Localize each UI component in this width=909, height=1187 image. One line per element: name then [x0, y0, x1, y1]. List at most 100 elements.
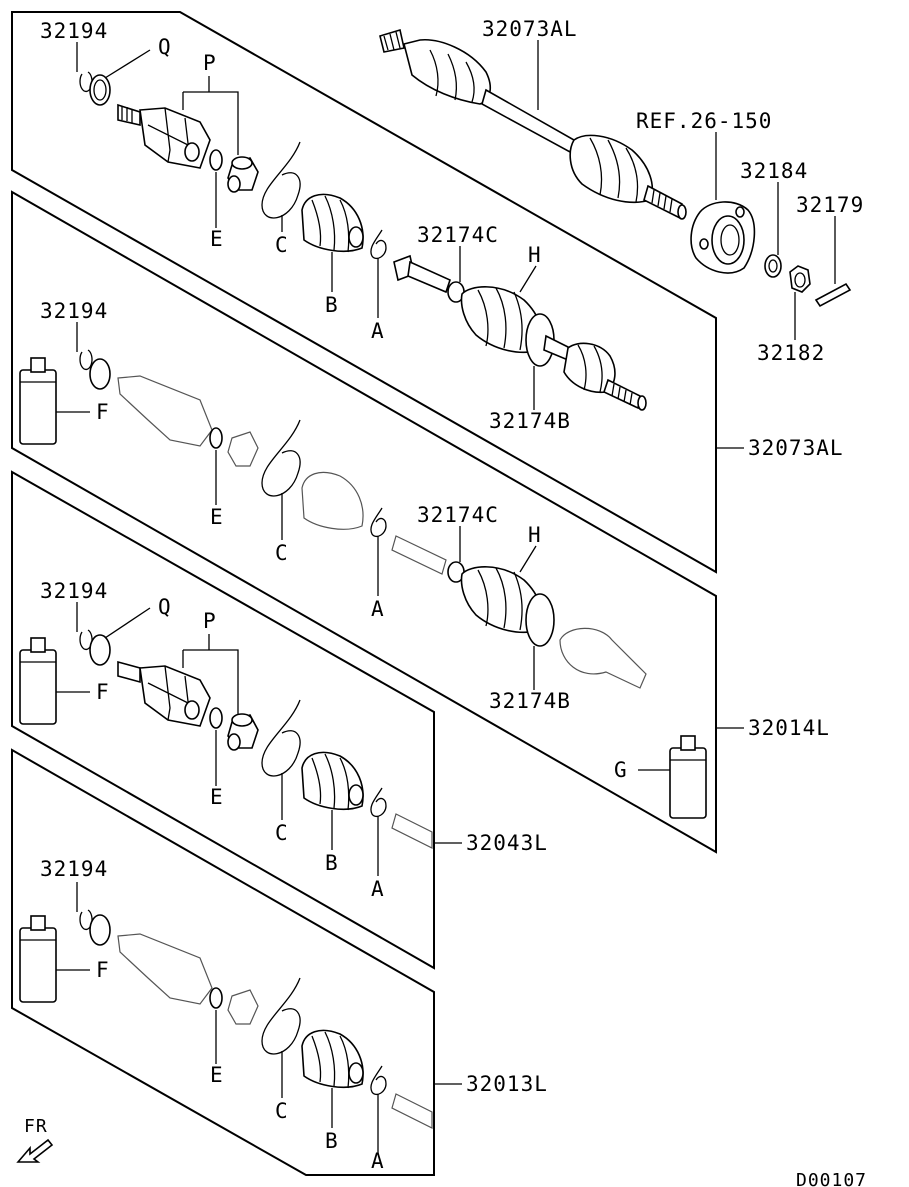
tripod-p: [227, 156, 259, 193]
snap-ring-32194: [79, 71, 93, 93]
label-32194-p4: 32194: [40, 857, 108, 881]
leader-lines: [56, 40, 836, 1154]
snap-ring-32194-p4: [79, 909, 93, 931]
outer-joint-outline-p2: [559, 627, 647, 689]
ring-p4: [89, 914, 111, 946]
boot-band-c-p2: [261, 419, 301, 497]
label-a-p1: A: [371, 319, 385, 343]
panel-2-parts: [19, 349, 707, 819]
label-a-p4: A: [371, 1149, 385, 1173]
label-32174B-p1: 32174B: [489, 409, 571, 433]
label-f-p4: F: [96, 958, 110, 982]
ring-e-p3: [209, 707, 223, 729]
label-32184: 32184: [740, 159, 808, 183]
boot-band-c-p3: [261, 699, 301, 777]
diagram-code: D00107: [796, 1170, 867, 1187]
grease-tube-f-p3: [19, 637, 57, 725]
tripod-p-p3: [227, 713, 259, 751]
shaft-stub-p4: [391, 1093, 433, 1129]
label-32194-p3: 32194: [40, 579, 108, 603]
band-32174B-p2: [525, 593, 555, 647]
label-c-p3: C: [275, 821, 289, 845]
label-ref-26-150: REF.26-150: [636, 109, 772, 133]
inner-joint-outline-p2: [117, 375, 213, 447]
label-q-p1: Q: [158, 35, 172, 59]
grease-tube-g: [669, 735, 707, 819]
label-e-p3: E: [210, 785, 224, 809]
label-p-p1: P: [203, 51, 217, 75]
label-c-p2: C: [275, 541, 289, 565]
shaft-stub-p3: [391, 813, 433, 849]
ring-q: [89, 74, 111, 106]
inner-joint-housing: [117, 103, 211, 169]
boot-b-p4: [301, 1029, 364, 1089]
fr-arrow-icon: [16, 1138, 54, 1163]
label-b-p4: B: [325, 1129, 339, 1153]
label-f-p3: F: [96, 680, 110, 704]
boot-band-a: [370, 229, 387, 260]
ring-e: [209, 149, 223, 171]
label-e-p1: E: [210, 227, 224, 251]
label-c-p1: C: [275, 233, 289, 257]
hub-ref-26-150: [690, 201, 756, 274]
label-32073AL-side: 32073AL: [748, 436, 844, 460]
cotter-pin-32179: [814, 282, 852, 308]
panel-4-parts: [19, 909, 433, 1129]
boot-outline-p2: [301, 471, 364, 530]
nut-32182: [789, 265, 811, 293]
label-e-p4: E: [210, 1063, 224, 1087]
boot-band-a-p4: [370, 1065, 387, 1096]
label-c-p4: C: [275, 1099, 289, 1123]
inner-joint-outline-p4: [117, 933, 213, 1005]
label-a-p3: A: [371, 877, 385, 901]
ring-q-p3: [89, 634, 111, 666]
label-32174C-p2: 32174C: [417, 503, 499, 527]
label-32182: 32182: [757, 341, 825, 365]
label-h-p2: H: [528, 523, 542, 547]
inner-joint-housing-p3: [117, 660, 211, 727]
washer-32184: [764, 254, 782, 278]
ring-e-p2: [209, 427, 223, 449]
label-p-p3: P: [203, 609, 217, 633]
snap-ring-32194-p2: [79, 349, 93, 371]
label-32174B-p2: 32174B: [489, 689, 571, 713]
label-b-p1: B: [325, 293, 339, 317]
label-32174C-p1: 32174C: [417, 223, 499, 247]
label-32194-p2: 32194: [40, 299, 108, 323]
label-32014L: 32014L: [748, 716, 830, 740]
boot-band-c: [261, 141, 301, 219]
label-b-p3: B: [325, 851, 339, 875]
snap-ring-32194-p3: [79, 629, 93, 651]
panel-32073AL-outline: [11, 11, 717, 574]
tripod-outline-p4: [227, 989, 259, 1025]
drive-shaft-32073AL: [379, 28, 687, 220]
panel-1-parts: [79, 28, 852, 411]
boot-band-a-p2: [370, 507, 387, 538]
label-32043L: 32043L: [466, 831, 548, 855]
label-32179: 32179: [796, 193, 864, 217]
shaft-assembly-32174: [393, 254, 647, 411]
tripod-outline-p2: [227, 431, 259, 467]
fr-label: FR: [24, 1116, 48, 1137]
panel-32013L-outline: [11, 748, 435, 1176]
label-f-p2: F: [96, 400, 110, 424]
label-32073AL-top: 32073AL: [482, 17, 578, 41]
grease-tube-f-p2: [19, 357, 57, 445]
boot-band-c-p4: [261, 977, 301, 1055]
label-e-p2: E: [210, 505, 224, 529]
panel-32043L-outline: [11, 470, 435, 970]
ring-e-p4: [209, 987, 223, 1009]
label-q-p3: Q: [158, 595, 172, 619]
ring-p2: [89, 358, 111, 390]
panel-3-parts: [19, 629, 433, 849]
shaft-outline-p2: [391, 535, 447, 575]
front-direction-indicator: FR: [16, 1116, 54, 1163]
panel-32014L-outline: [11, 190, 717, 854]
callout-labels: 32194 Q P E C B A 32073AL REF.26-150 321…: [40, 17, 864, 1173]
boot-b-p3: [301, 751, 364, 811]
label-a-p2: A: [371, 597, 385, 621]
grease-tube-f-p4: [19, 915, 57, 1003]
boot-band-a-p3: [370, 787, 387, 818]
label-g: G: [614, 758, 628, 782]
